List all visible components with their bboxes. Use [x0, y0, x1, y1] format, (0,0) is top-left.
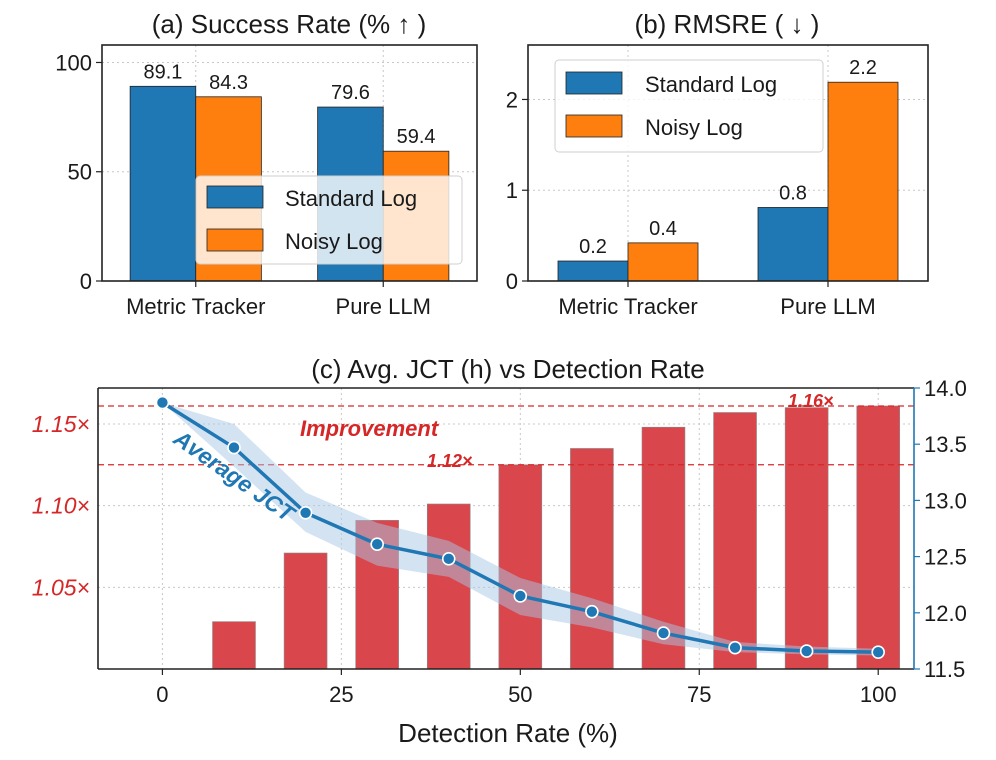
bar-standard-log-metric-tracker — [129, 85, 197, 282]
right-y-tick-label: 11.5 — [924, 657, 965, 682]
panel-a-title: (a) Success Rate (% ↑ ) — [152, 9, 427, 39]
jct-point-10 — [227, 440, 241, 455]
jct-point-20 — [298, 505, 313, 520]
x-tick-label-pure-llm: Pure LLM — [780, 294, 875, 319]
jct-point-30 — [370, 537, 384, 552]
x-tick-label-pure-llm: Pure LLM — [336, 294, 431, 319]
legend-swatch-standard — [565, 71, 623, 95]
right-y-tick-label: 12.0 — [924, 601, 967, 626]
y-tick-label: 2 — [506, 87, 518, 112]
data-label-standard-log-pure-llm: 0.8 — [779, 182, 807, 204]
detection-bar-60 — [570, 448, 614, 670]
x-tick-label: 25 — [329, 682, 353, 707]
left-y-tick-label: 1.15× — [32, 411, 90, 437]
x-tick-label: 100 — [860, 682, 897, 707]
panel-c-title: (c) Avg. JCT (h) vs Detection Rate — [311, 354, 705, 384]
legend-label-standard-log: Standard Log — [645, 72, 777, 97]
y-tick-label: 50 — [68, 160, 92, 185]
bar-standard-log-metric-tracker — [557, 260, 629, 282]
y-tick-label: 1 — [506, 178, 518, 203]
jct-point-70 — [656, 626, 671, 640]
y-tick-label: 0 — [80, 269, 92, 294]
data-label-noisy-log-metric-tracker: 0.4 — [649, 218, 677, 240]
panel-b-title: (b) RMSRE ( ↓ ) — [635, 9, 820, 39]
jct-point-90 — [799, 644, 814, 658]
legend-label-noisy-log: Noisy Log — [645, 115, 743, 140]
detection-bar-10 — [212, 621, 256, 670]
legend-swatch-noisy — [565, 114, 623, 138]
x-tick-label-metric-tracker: Metric Tracker — [126, 294, 265, 319]
legend-label-noisy-log: Noisy Log — [285, 229, 383, 254]
data-label-noisy-log-metric-tracker: 84.3 — [209, 72, 248, 94]
data-label-noisy-log-pure-llm: 59.4 — [397, 126, 436, 148]
jct-point-80 — [728, 640, 742, 655]
jct-point-60 — [585, 604, 599, 619]
panel-b-legend: Standard Log Noisy Log — [554, 59, 824, 153]
left-y-tick-label: 1.10× — [32, 493, 90, 519]
y-tick-label: 100 — [55, 50, 92, 75]
right-y-tick-label: 13.0 — [924, 488, 967, 513]
jct-point-50 — [513, 589, 528, 603]
x-tick-label-metric-tracker: Metric Tracker — [558, 294, 697, 319]
detection-bar-100 — [856, 405, 900, 670]
data-label-standard-log-metric-tracker: 0.2 — [579, 236, 607, 258]
x-tick-label: 50 — [508, 682, 532, 707]
jct-confidence-band — [162, 402, 879, 656]
plot-frame — [527, 44, 929, 282]
legend-label-standard-log: Standard Log — [285, 186, 417, 211]
right-y-tick-label: 12.5 — [924, 545, 967, 570]
data-label-standard-log-pure-llm: 79.6 — [331, 82, 370, 104]
data-label-standard-log-metric-tracker: 89.1 — [143, 61, 182, 83]
jct-point-40 — [441, 552, 456, 566]
bar-standard-log-pure-llm — [757, 207, 829, 282]
bar-noisy-log-metric-tracker — [627, 242, 699, 282]
panel-c-jct-vs-detection: (c) Avg. JCT (h) vs Detection Rate 1.05×… — [32, 354, 967, 748]
legend-swatch-standard — [206, 185, 264, 209]
data-label-noisy-log-pure-llm: 2.2 — [849, 57, 877, 79]
bar-noisy-log-pure-llm — [827, 81, 899, 282]
improvement-annotation: Improvement — [300, 416, 440, 441]
detection-bar-40 — [426, 503, 471, 670]
right-y-tick-label: 14.0 — [924, 376, 967, 401]
detection-bar-90 — [784, 407, 829, 670]
x-axis-label: Detection Rate (%) — [398, 718, 618, 748]
legend-swatch-noisy — [206, 228, 264, 252]
detection-bar-20 — [283, 552, 328, 670]
left-y-tick-label: 1.05× — [32, 574, 90, 600]
x-tick-label: 0 — [156, 682, 168, 707]
panel-a-success-rate: (a) Success Rate (% ↑ ) 89.1 84.3 79.6 59.4… — [55, 9, 478, 319]
ratio-label-116: 1.16× — [788, 391, 834, 411]
detection-bar-80 — [713, 412, 757, 670]
ratio-label-112: 1.12× — [427, 451, 473, 471]
right-y-tick-label: 13.5 — [924, 432, 967, 457]
plot-frame — [101, 44, 478, 282]
x-tick-label: 75 — [687, 682, 711, 707]
detection-bar-50 — [498, 464, 543, 670]
panel-a-legend: Standard Log Noisy Log — [195, 175, 463, 265]
jct-point-100 — [871, 645, 886, 659]
y-tick-label: 0 — [506, 269, 518, 294]
jct-point-0 — [155, 395, 170, 410]
